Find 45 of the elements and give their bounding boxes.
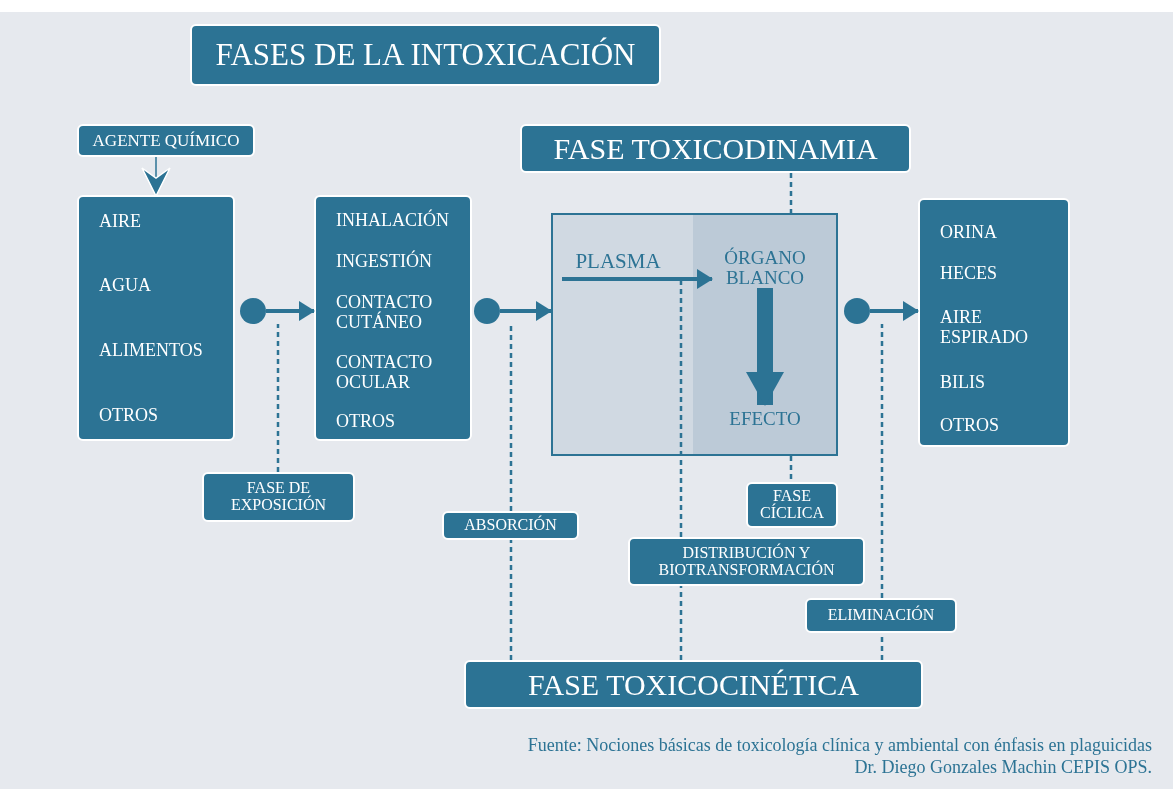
dashed-connector — [509, 540, 513, 660]
dashed-connector — [789, 456, 793, 482]
list-item: ORINA — [940, 222, 998, 242]
list-item: CONTACTO OCULAR — [336, 352, 434, 392]
arrow — [500, 301, 552, 321]
list-item: OTROS — [336, 411, 396, 431]
phase-tag: FASE CÍCLICA — [746, 482, 838, 528]
organ-frame — [551, 213, 838, 456]
phase-tag: DISTRIBUCIÓN Y BIOTRANSFORMACIÓN — [628, 537, 865, 586]
arrow — [870, 301, 919, 321]
dashed-connector — [789, 173, 793, 213]
dashed-connector — [276, 324, 280, 472]
arrow — [141, 156, 171, 197]
list-item: INGESTIÓN — [336, 251, 433, 271]
route-list-panel — [314, 195, 472, 441]
arrow — [562, 269, 713, 289]
list-item: INHALACIÓN — [336, 210, 450, 230]
dashed-connector — [880, 324, 884, 598]
compartment-label: EFECTO — [720, 405, 810, 433]
thick-arrow — [746, 288, 784, 406]
arrow — [266, 301, 315, 321]
source-note: Fuente: Nociones básicas de toxicología clínica y ambiental con énfasis en plaguicidas — [527, 735, 1152, 755]
list-item: ALIMENTOS — [99, 340, 204, 360]
dashed-connector — [679, 586, 683, 660]
title-banner: FASES DE LA INTOXICACIÓN — [190, 24, 661, 86]
phase-banner: FASE TOXICODINAMIA — [520, 124, 911, 173]
list-item: BILIS — [940, 372, 986, 392]
compartment-label: PLASMA — [562, 246, 674, 276]
phase-tag: ELIMINACIÓN — [805, 598, 957, 633]
list-item: OTROS — [940, 415, 1000, 435]
phase-tag: ABSORCIÓN — [442, 511, 579, 540]
source-list-panel — [77, 195, 235, 441]
phase-tag: FASE DE EXPOSICIÓN — [202, 472, 355, 522]
agent-tag: AGENTE QUÍMICO — [77, 124, 255, 157]
list-item: AGUA — [99, 275, 152, 295]
excretion-list-panel — [918, 198, 1070, 447]
dashed-connector — [509, 324, 513, 511]
list-item: HECES — [940, 263, 998, 283]
list-item: OTROS — [99, 405, 159, 425]
compartment-label: ÓRGANO BLANCO — [712, 248, 818, 288]
list-item: AIRE ESPIRADO — [940, 307, 1029, 347]
phase-banner: FASE TOXICOCINÉTICA — [464, 660, 923, 709]
list-item: AIRE — [99, 211, 142, 231]
source-note: Dr. Diego Gonzales Machin CEPIS OPS. — [854, 757, 1152, 777]
list-item: CONTACTO CUTÁNEO — [336, 292, 434, 332]
